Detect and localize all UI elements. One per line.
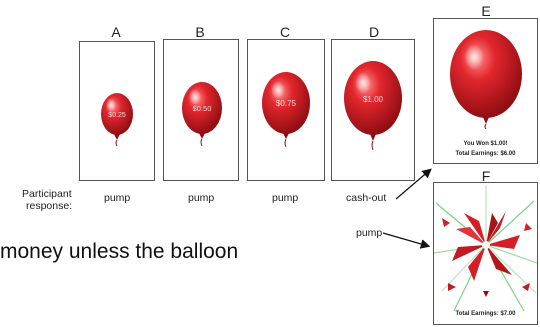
balloon-e xyxy=(450,30,522,129)
popped-balloon xyxy=(434,185,537,312)
panel-letter-d: D xyxy=(368,24,380,40)
response-d: cash-out xyxy=(346,192,387,204)
total-earnings-e: Total Earnings: $6.00 xyxy=(455,151,516,157)
panel-letter-c: C xyxy=(279,24,291,40)
balloon-a-amount: $0.25 xyxy=(108,112,126,119)
participant-label-line1: Participant xyxy=(22,188,72,200)
balloon-a: $0.25 xyxy=(101,93,133,147)
panel-a: $0.25 xyxy=(79,41,155,181)
balloon-d-amount: $1.00 xyxy=(363,95,384,104)
panel-letter-b: B xyxy=(195,24,205,40)
balloon-b-amount: $0.50 xyxy=(193,104,212,113)
panel-letter-e: E xyxy=(481,3,491,19)
panel-letter-a: A xyxy=(111,24,121,40)
participant-label-line2: response: xyxy=(26,200,73,212)
balloon-d: $1.00 xyxy=(344,61,402,151)
balloon-b: $0.50 xyxy=(182,82,222,147)
panel-c: $0.75 xyxy=(247,39,325,181)
balloon-c-amount: $0.75 xyxy=(276,99,297,108)
panel-b: $0.50 xyxy=(163,39,239,181)
response-c: pump xyxy=(272,192,299,204)
balloon-c: $0.75 xyxy=(262,72,310,148)
response-a: pump xyxy=(104,192,131,204)
won-text: You Won $1.00! xyxy=(463,141,508,147)
panel-f: Total Earnings: $7.00 xyxy=(433,182,538,325)
participant-response-label: Participant response: xyxy=(22,188,72,212)
pump-arrow-label: pump xyxy=(356,227,383,239)
panel-d: $1.00 xyxy=(331,39,415,181)
caption-text: money unless the balloon xyxy=(0,240,239,263)
panel-e: You Won $1.00! Total Earnings: $6.00 xyxy=(433,18,538,164)
total-earnings-f: Total Earnings: $7.00 xyxy=(455,311,516,317)
pump-arrow xyxy=(382,232,431,249)
panel-letter-f: F xyxy=(481,168,491,184)
response-b: pump xyxy=(188,192,215,204)
